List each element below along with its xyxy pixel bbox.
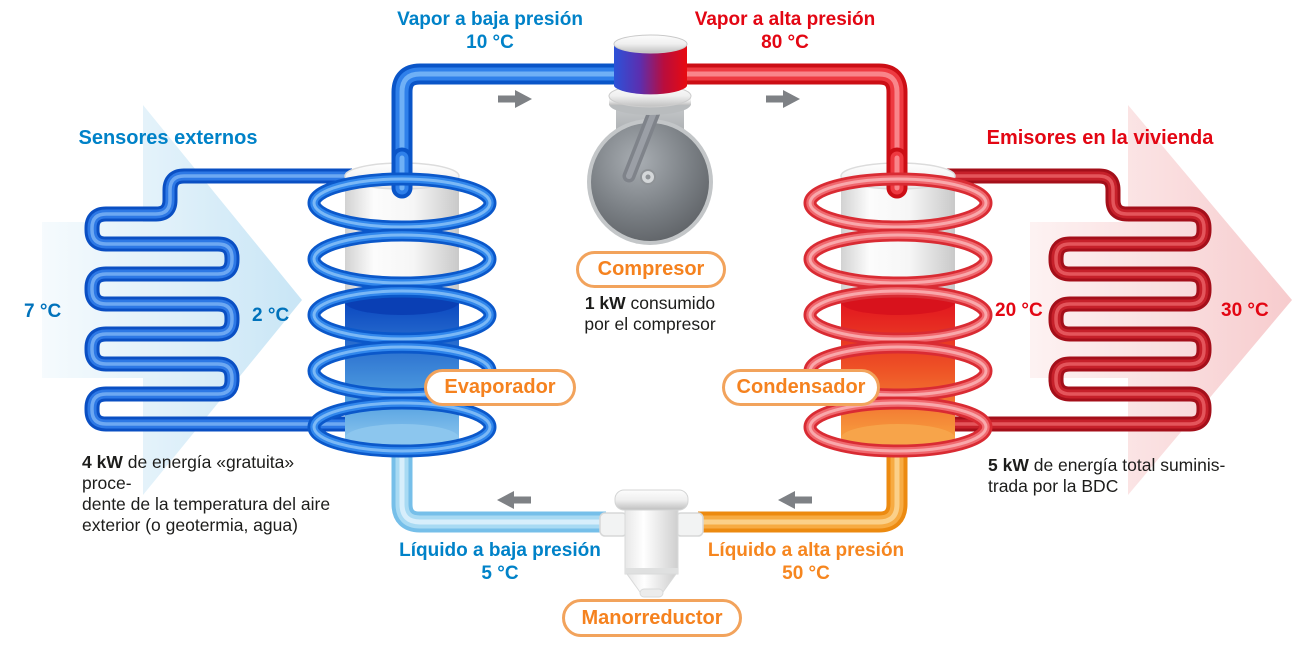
compressor-note-bold: 1 kW	[584, 293, 626, 313]
compressor-unit	[587, 34, 713, 245]
liquid-high-title: Líquido a alta presión	[707, 540, 905, 561]
compressor-note-rest: consumido	[625, 293, 716, 313]
compressor-pill: Compresor	[576, 251, 726, 288]
caption-free-energy-bold: 4 kW	[82, 452, 123, 472]
flow-arrow-right-icon	[498, 90, 532, 108]
caption-free-energy-line1: de energía «gratuita» proce-	[82, 452, 295, 493]
condenser-label: Condensador	[736, 376, 866, 398]
compressor-note-line2: por el compresor	[584, 314, 716, 334]
caption-free-energy-line2: dente de la temperatura del aire	[82, 494, 331, 514]
label-vapor-high-pressure: Vapor a alta presión 80 °C	[675, 8, 895, 54]
evaporator-pill: Evaporador	[424, 369, 576, 406]
vapor-low-pipe	[402, 74, 614, 176]
label-outdoor-out-temp: 2 °C	[252, 305, 290, 326]
caption-total-energy-bold: 5 kW	[988, 455, 1029, 475]
caption-total-energy-line2: trada por la BDC	[988, 476, 1119, 496]
vapor-low-title: Vapor a baja presión	[397, 9, 583, 30]
label-indoor-supply-temp: 30 °C	[1221, 300, 1269, 321]
liquid-high-temp: 50 °C	[782, 563, 830, 584]
compressor-label: Compresor	[597, 258, 705, 280]
label-vapor-low-pressure: Vapor a baja presión 10 °C	[380, 8, 600, 54]
condenser-pill: Condensador	[722, 369, 880, 406]
liquid-low-temp: 5 °C	[481, 563, 519, 584]
caption-total-energy: 5 kW de energía total suminis- trada por…	[988, 455, 1288, 497]
caption-free-energy: 4 kW de energía «gratuita» proce- dente …	[82, 452, 337, 536]
expansion-valve-label: Manorreductor	[581, 606, 723, 629]
caption-total-energy-line1: de energía total suminis-	[1028, 455, 1226, 475]
label-home-emitters: Emisores en la vivienda	[986, 127, 1214, 149]
vapor-high-pipe	[687, 74, 897, 176]
flow-arrow-left-icon	[497, 491, 531, 509]
label-external-sensors: Sensores externos	[78, 127, 258, 149]
label-liquid-low-pressure: Líquido a baja presión 5 °C	[390, 539, 610, 585]
liquid-low-title: Líquido a baja presión	[399, 540, 601, 561]
evaporator-label: Evaporador	[444, 376, 556, 398]
vapor-high-temp: 80 °C	[761, 32, 809, 53]
expansion-valve	[599, 489, 704, 598]
expansion-valve-pill: Manorreductor	[562, 599, 742, 637]
vapor-low-temp: 10 °C	[466, 32, 514, 53]
label-indoor-return-temp: 20 °C	[995, 300, 1043, 321]
label-liquid-high-pressure: Líquido a alta presión 50 °C	[696, 539, 916, 585]
compressor-note: 1 kW consumido por el compresor	[552, 293, 748, 335]
vapor-high-title: Vapor a alta presión	[694, 9, 876, 30]
flow-arrow-right-icon	[766, 90, 800, 108]
compressor-cylinder	[614, 44, 687, 95]
flow-arrow-left-icon	[778, 491, 812, 509]
label-outdoor-in-temp: 7 °C	[24, 301, 62, 322]
caption-free-energy-line3: exterior (o geotermia, agua)	[82, 515, 298, 535]
